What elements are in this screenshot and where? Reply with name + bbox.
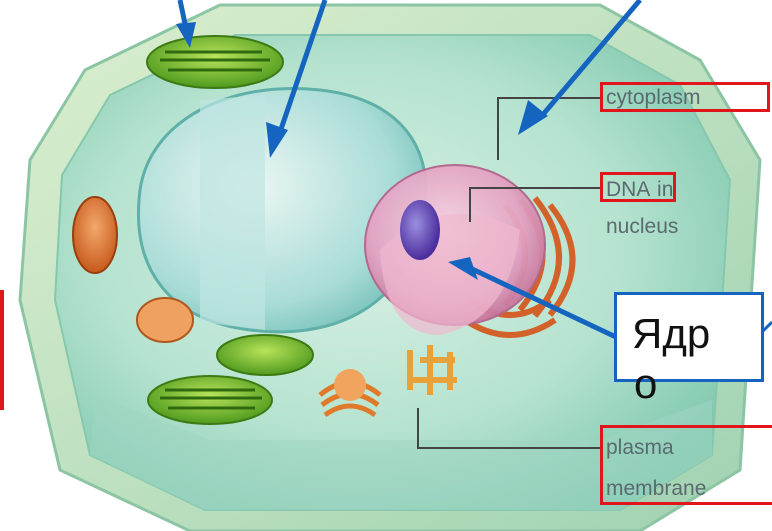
chloroplast-middle xyxy=(217,335,313,375)
vacuole-cut-face xyxy=(200,95,265,330)
cytoplasm-highlight xyxy=(600,82,770,112)
dna-highlight xyxy=(600,172,676,202)
chloroplast-top xyxy=(147,36,283,88)
mitochondrion-small xyxy=(137,298,193,342)
annotation-line2: о xyxy=(634,360,657,408)
annotation-line1: Ядр xyxy=(632,310,710,358)
mitochondrion-left xyxy=(73,197,117,273)
nucleus-label: nucleus xyxy=(606,213,678,240)
chloroplast-bottom xyxy=(148,376,272,424)
plasma-membrane-highlight xyxy=(600,425,772,505)
nucleolus xyxy=(400,200,440,260)
left-red-fragment xyxy=(0,290,4,410)
